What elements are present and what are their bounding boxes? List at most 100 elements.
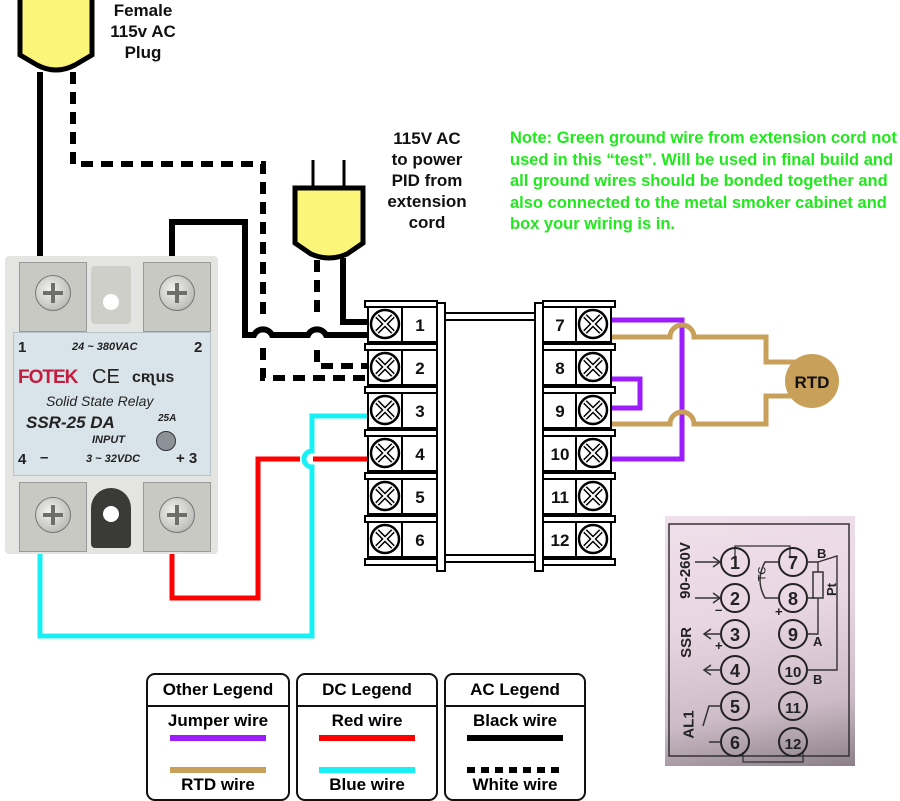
rtd-label: RTD [795,373,830,392]
pid-photo-mark: B [817,546,826,561]
pid-photo-mark: – [715,602,722,617]
rtd-sensor [785,354,839,408]
jumper-wire-8-to-9 [608,376,643,411]
legend-item-label: White wire [472,775,558,794]
solid-state-relay: 1 24 ~ 380VAC 2 FOTEK CE cʀʅus Solid Sta… [5,256,218,554]
ssr-lug-1 [19,262,87,332]
pid-photo-mark: A [813,634,823,649]
terminal-screw-icon [369,351,401,383]
terminal-number: 2 [415,359,424,378]
ssr-lug-3 [143,482,211,552]
legend-swatch-black [467,735,563,741]
pid-photo-terminal-number: 5 [730,697,740,717]
legend-item-label: Jumper wire [167,711,269,730]
block-connector [444,554,536,563]
terminal-screw-icon [577,437,609,469]
ssr-model: SSR-25 DA [26,413,115,432]
ssr-terminal-1: 1 [18,339,27,356]
terminal-screw-icon [369,480,401,512]
pid-photo-terminal-number: 8 [788,589,798,609]
pid-photo-terminal-number: 7 [788,553,798,573]
label-line: cord [408,213,446,232]
pid-pt-label: Pt [824,583,839,596]
legend-dc: DC Legend Red wire Blue wire [296,673,438,801]
legend-item-label: Black wire [472,711,558,730]
legend-swatch-rtd [170,767,266,773]
ssr-terminal-2: 2 [194,339,203,356]
female-plug-label: Female 115v AC Plug [96,0,190,63]
female-plug-icon [17,0,95,73]
terminal-screw-icon [369,308,401,340]
terminal-number: 6 [415,531,424,550]
label-line: 115V AC [393,129,461,148]
terminal-number: 7 [555,316,564,335]
black-wire-ssr2-to-pid1 [169,219,370,338]
jumper-wire-7-to-10 [608,317,685,462]
legend-title: DC Legend [298,675,436,707]
pid-tc-label: TC [756,566,769,582]
legend-title: AC Legend [446,675,584,707]
pid-ssr-label: SSR [677,627,695,658]
block-connector [444,312,536,321]
pid-photo-terminal-number: 2 [730,589,740,609]
pid-photo-terminal-number: 10 [785,664,802,681]
ssr-rating: 25A [158,413,177,424]
rtd-wire-7 [608,322,800,365]
male-plug-icon [292,185,366,261]
legend-other: Other Legend Jumper wire RTD wire [146,673,290,801]
rtd-wire-9 [608,393,800,427]
screw-icon [35,275,71,311]
legend-item-label: Red wire [331,711,403,730]
pid-alarm-label: AL1 [680,710,698,739]
terminal-screw-icon [577,351,609,383]
alarm-relay-symbol [702,705,721,743]
block-rail [534,302,544,572]
ssr-terminal-4: 4 [18,451,27,468]
terminal-number: 5 [415,488,424,507]
pid-photo-terminal-number: 1 [730,553,740,573]
label-line: Female [113,1,173,20]
mount-post [91,488,131,548]
terminal-left-4[interactable]: 4 [364,429,438,472]
terminal-screw-icon [369,437,401,469]
pid-power-label: 115V AC to power PID from extension cord [372,128,482,233]
label-line: to power [391,150,463,169]
label-line: 115v AC [110,22,176,41]
pid-photo-terminal-number: 12 [785,736,802,753]
legend-ac: AC Legend Black wire White wire [444,673,586,801]
ssr-dc-range: 3 ~ 32VDC [86,453,141,465]
legend-item-label: Blue wire [329,775,405,794]
pt-resistor-symbol [812,571,824,599]
label-line: PID from [391,171,463,190]
terminal-screw-icon [577,394,609,426]
terminal-number: 8 [555,359,564,378]
terminal-number: 4 [415,445,425,464]
ssr-ul-mark: cʀʅus [132,369,175,386]
label-line: extension [387,192,467,211]
ssr-brand: FOTEK [18,367,78,388]
ssr-ac-range: 24 ~ 380VAC [72,341,138,353]
ssr-ce-mark: CE [92,366,120,388]
screw-icon [159,497,195,533]
pid-photo-mark: B [813,672,822,687]
legend-item-label: RTD wire [181,775,255,794]
pid-photo-terminal-number: 9 [788,625,798,645]
pid-photo-terminal [778,727,808,757]
legend-title: Other Legend [148,675,288,707]
terminal-number: 10 [551,445,570,464]
ssr-terminal-3: + 3 [176,450,198,467]
ssr-led-indicator [156,431,176,451]
ssr-input-label: INPUT [92,434,125,446]
pid-photo-terminal-number: 3 [730,625,740,645]
legend-swatch-red [319,735,415,741]
screw-icon [159,275,195,311]
white-wire-plug-to-pid2b [314,260,370,369]
legend-swatch-jumper [170,735,266,741]
terminal-right-7[interactable]: 7 [542,300,616,343]
ssr-minus: – [40,449,49,466]
terminal-number: 3 [415,402,424,421]
screw-icon [35,497,71,533]
terminal-number: 12 [551,531,570,550]
